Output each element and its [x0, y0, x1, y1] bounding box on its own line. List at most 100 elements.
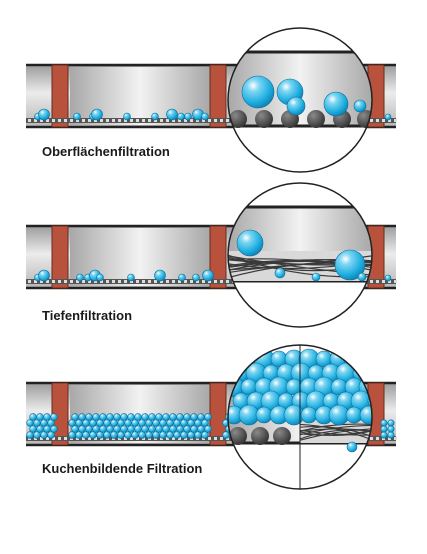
particle-icon [71, 413, 79, 421]
filter-medium-pore [52, 280, 55, 283]
filter-medium-pore [118, 437, 121, 440]
filter-medium-pore [28, 119, 31, 122]
filter-grain-icon [229, 427, 247, 445]
particle-icon [357, 272, 367, 282]
filter-medium-pore [40, 280, 43, 283]
particle-icon [151, 112, 159, 121]
filter-medium-pore [220, 280, 223, 283]
filter-medium-pore [160, 437, 163, 440]
magnifier-circle-depth [227, 182, 373, 328]
filter-medium-pore [58, 119, 61, 122]
filter-medium-pore [64, 437, 67, 440]
filter-medium-fiber-icon [299, 428, 372, 441]
filter-medium-pore [166, 119, 169, 122]
filter-medium-pore [136, 280, 139, 283]
particle-icon [50, 425, 58, 433]
filter-medium-pore [214, 119, 217, 122]
filter-medium-pore [202, 119, 205, 122]
filter-medium-pore [388, 119, 391, 122]
filter-grain-icon [229, 110, 247, 128]
particle-icon [201, 112, 209, 121]
panel-surface [26, 27, 397, 173]
particle-icon [380, 431, 388, 439]
filter-medium-pore [382, 437, 385, 440]
filter-medium-pore [46, 437, 49, 440]
filter-medium-pore [376, 437, 379, 440]
particle-icon [360, 350, 372, 368]
particle-icon [197, 413, 205, 421]
particle-icon [202, 269, 214, 282]
filter-medium-pore [208, 119, 211, 122]
filter-medium-pore [172, 437, 175, 440]
filter-medium-pore [370, 437, 373, 440]
particle-icon [106, 413, 114, 421]
filter-medium-pore [58, 280, 61, 283]
panel-cake [26, 344, 397, 490]
caption-surface-filtration: Oberflächenfiltration [42, 144, 170, 159]
filter-medium-pore [136, 437, 139, 440]
particle-icon [353, 99, 367, 113]
particle-icon [387, 431, 395, 439]
filter-medium-pore [226, 280, 229, 283]
filter-medium-pore [82, 119, 85, 122]
particle-icon [123, 112, 131, 121]
filter-medium-pore [142, 119, 145, 122]
filter-medium-pore [382, 119, 385, 122]
particle-icon [169, 413, 177, 421]
particle-icon [120, 413, 128, 421]
particle-icon [148, 413, 156, 421]
flange [51, 64, 69, 128]
particle-icon [236, 229, 264, 257]
particle-icon [47, 419, 55, 427]
particle-icon [323, 91, 349, 117]
particle-icon [359, 405, 372, 425]
magnifier-outline [227, 182, 373, 328]
filter-medium-pore [226, 119, 229, 122]
filter-medium-pore [76, 437, 79, 440]
filter-grain-icon [307, 110, 325, 128]
filter-medium-pore [190, 280, 193, 283]
particle-icon [141, 413, 149, 421]
particle-icon [176, 413, 184, 421]
filter-medium-pore [208, 437, 211, 440]
filter-medium-pore [226, 437, 229, 440]
particle-icon [201, 419, 209, 427]
flange [209, 225, 227, 289]
magnified-view [228, 50, 372, 128]
filter-medium-pore [376, 119, 379, 122]
filter-medium-pore [148, 280, 151, 283]
particle-icon [36, 413, 44, 421]
filter-medium-pore [214, 280, 217, 283]
filter-medium-pore [70, 119, 73, 122]
filter-medium-pore [370, 280, 373, 283]
particle-icon [184, 112, 192, 121]
filter-medium-pore [124, 119, 127, 122]
particle-icon [222, 431, 230, 439]
particle-icon [255, 406, 273, 424]
magnifier-circle-surface [227, 27, 373, 173]
filter-medium-pore [106, 280, 109, 283]
filter-medium-pore [130, 280, 133, 283]
particle-icon [92, 413, 100, 421]
magnifier-circle-cake [227, 344, 373, 490]
filter-medium-pore [94, 437, 97, 440]
filter-medium-pore [142, 280, 145, 283]
filter-medium-pore [190, 119, 193, 122]
filter-medium-pore [58, 437, 61, 440]
filter-medium-pore [82, 280, 85, 283]
filter-medium-pore [106, 119, 109, 122]
particle-icon [38, 108, 50, 121]
filter-grain-icon [255, 110, 273, 128]
filter-medium-pore [100, 119, 103, 122]
filter-medium-pore [202, 280, 205, 283]
filter-grain-icon [273, 427, 291, 445]
filter-medium-fiber-icon [299, 428, 372, 432]
filter-medium-pore [124, 280, 127, 283]
particle-icon [99, 413, 107, 421]
filter-medium-pore [34, 437, 37, 440]
magnified-view [228, 205, 372, 283]
filter-medium-pore [196, 280, 199, 283]
filter-medium-pore [130, 119, 133, 122]
particle-icon [177, 112, 185, 121]
particle-icon [192, 273, 200, 282]
